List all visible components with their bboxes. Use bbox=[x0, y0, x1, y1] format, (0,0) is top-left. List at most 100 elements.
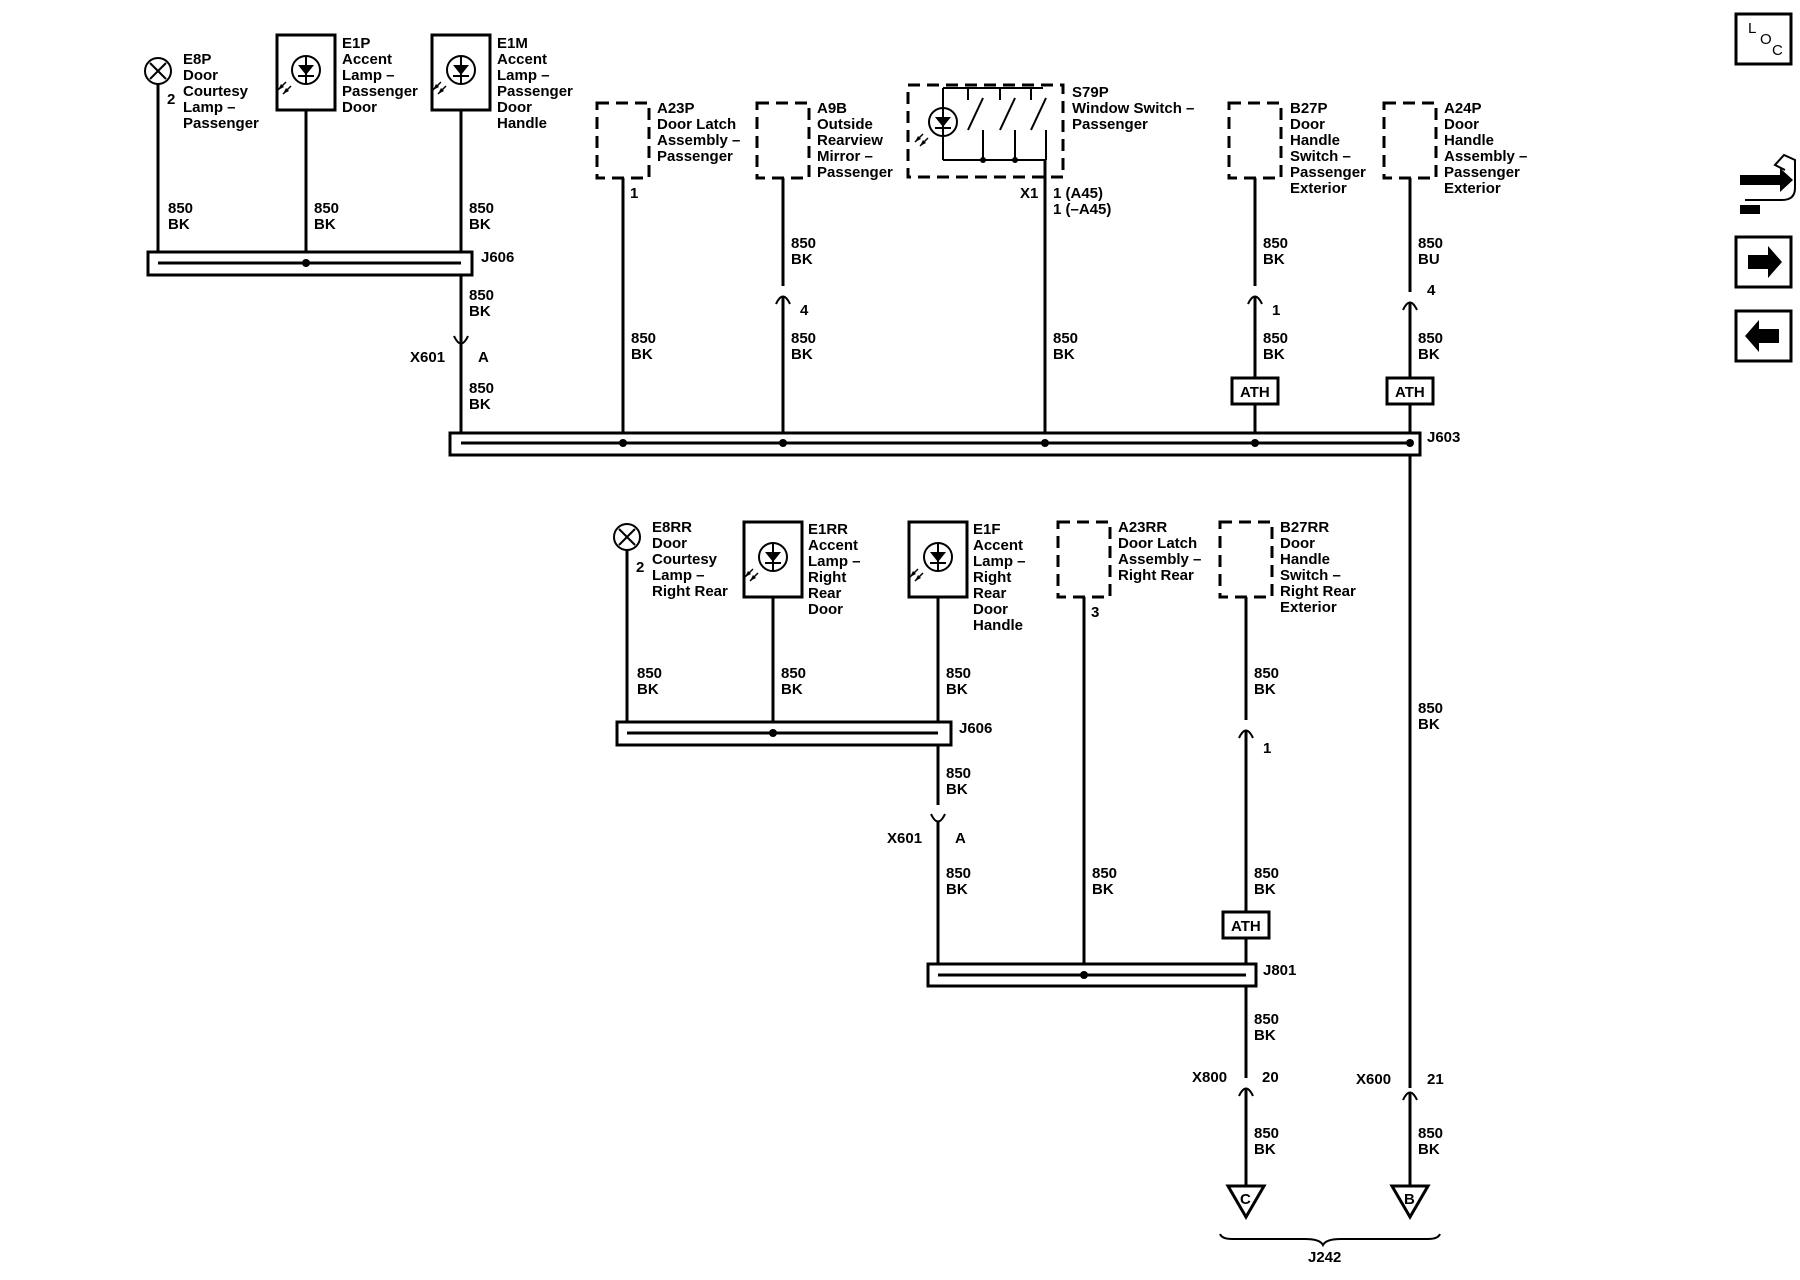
wire-color: BK bbox=[1418, 716, 1440, 733]
e8p-desc-3: Lamp – bbox=[183, 99, 236, 116]
ground-b-label: B bbox=[1404, 1191, 1415, 1208]
a23p-desc-2: Assembly – bbox=[657, 132, 740, 149]
loc-letter-l: L bbox=[1748, 20, 1756, 37]
x601-label: X601 bbox=[887, 830, 922, 847]
e1m-desc-5: Handle bbox=[497, 115, 547, 132]
b27rr-desc-4: Right Rear bbox=[1280, 583, 1356, 600]
wire-gauge: 850 bbox=[1418, 330, 1443, 347]
s79p-pin-a45: 1 (A45) bbox=[1053, 185, 1103, 202]
j606-label: J606 bbox=[481, 249, 514, 266]
j606-splice-lower: J606 bbox=[615, 720, 992, 747]
e1rr-desc-4: Rear bbox=[808, 585, 842, 602]
e8rr-desc-4: Right Rear bbox=[652, 583, 728, 600]
a9b-pin: 4 bbox=[800, 302, 809, 319]
wire-color: BK bbox=[168, 216, 190, 233]
wire-color: BK bbox=[946, 681, 968, 698]
wire-color: BK bbox=[314, 216, 336, 233]
e8rr-pin: 2 bbox=[636, 559, 644, 576]
wire-color: BK bbox=[946, 881, 968, 898]
a23rr-door-latch-assembly: A23RR Door Latch Assembly – Right Rear 3… bbox=[1056, 519, 1201, 975]
s79p-desc-1: Window Switch – bbox=[1072, 100, 1194, 117]
s79p-connector: X1 bbox=[1020, 185, 1038, 202]
j242-bracket: J242 bbox=[1219, 1233, 1441, 1266]
wire-gauge: 850 bbox=[168, 200, 193, 217]
wire-color: BK bbox=[1254, 881, 1276, 898]
ath-block: ATH bbox=[1221, 910, 1271, 940]
wire-gauge: 850 bbox=[946, 665, 971, 682]
wire-gauge: 850 bbox=[637, 665, 662, 682]
e1f-desc-3: Right bbox=[973, 569, 1011, 586]
a23rr-label: A23RR bbox=[1118, 519, 1167, 536]
x600-label: X600 bbox=[1356, 1071, 1391, 1088]
a23p-desc-3: Passenger bbox=[657, 148, 733, 165]
x800-connector: X800 20 850 BK C bbox=[1192, 1069, 1279, 1220]
a24p-desc-4: Passenger bbox=[1444, 164, 1520, 181]
e1f-accent-lamp: E1F Accent Lamp – Right Rear Door Handle… bbox=[907, 520, 1026, 805]
wire-gauge: 850 bbox=[781, 665, 806, 682]
j801-label: J801 bbox=[1263, 962, 1296, 979]
arrow-left-icon bbox=[1745, 320, 1779, 352]
x600-pin: 21 bbox=[1427, 1071, 1444, 1088]
ground-c-label: C bbox=[1240, 1191, 1251, 1208]
j801-splice: J801 850 BK bbox=[926, 962, 1296, 1044]
e8p-desc-4: Passenger bbox=[183, 115, 259, 132]
wire-gauge: 850 bbox=[1254, 665, 1279, 682]
b27p-desc-1: Door bbox=[1290, 116, 1325, 133]
wire-color: BK bbox=[469, 303, 491, 320]
a9b-desc-4: Passenger bbox=[817, 164, 893, 181]
e1m-desc-1: Accent bbox=[497, 51, 547, 68]
x600-connector: X600 21 850 BK B bbox=[1356, 1071, 1444, 1220]
e8p-door-courtesy-lamp: E8P Door Courtesy Lamp – Passenger 2 850… bbox=[144, 51, 259, 265]
loc-button[interactable]: L O C bbox=[1734, 12, 1793, 66]
wire-color: BK bbox=[1092, 881, 1114, 898]
wire-color: BK bbox=[791, 251, 813, 268]
wire-gauge: 850 bbox=[1254, 1125, 1279, 1142]
wire-gauge: 850 bbox=[1418, 700, 1443, 717]
e1f-desc-5: Door bbox=[973, 601, 1008, 618]
e1m-label: E1M bbox=[497, 35, 528, 52]
next-page-button[interactable] bbox=[1734, 235, 1793, 289]
e1p-accent-lamp: E1P Accent Lamp – Passenger Door 850 BK bbox=[275, 33, 418, 265]
connector-view-button[interactable] bbox=[1740, 153, 1796, 214]
a23rr-desc-1: Door Latch bbox=[1118, 535, 1197, 552]
wire-gauge: 850 bbox=[1254, 1011, 1279, 1028]
e8rr-desc-2: Courtesy bbox=[652, 551, 718, 568]
b27p-desc-5: Exterior bbox=[1290, 180, 1347, 197]
e1p-desc-3: Passenger bbox=[342, 83, 418, 100]
a9b-desc-3: Mirror – bbox=[817, 148, 873, 165]
e8p-pin: 2 bbox=[167, 91, 175, 108]
a23p-label: A23P bbox=[657, 100, 695, 117]
e1p-desc-1: Accent bbox=[342, 51, 392, 68]
previous-page-button[interactable] bbox=[1734, 309, 1793, 363]
loc-letter-c: C bbox=[1772, 42, 1783, 59]
s79p-desc-2: Passenger bbox=[1072, 116, 1148, 133]
ath-block: ATH bbox=[1230, 376, 1280, 406]
e1rr-desc-5: Door bbox=[808, 601, 843, 618]
a24p-pin: 4 bbox=[1427, 282, 1436, 299]
s79p-window-switch: S79P Window Switch – Passenger X1 1 (A45… bbox=[906, 83, 1194, 443]
j242-label: J242 bbox=[1308, 1249, 1341, 1266]
wire-color: BK bbox=[1418, 346, 1440, 363]
e1p-desc-2: Lamp – bbox=[342, 67, 395, 84]
b27p-desc-3: Switch – bbox=[1290, 148, 1351, 165]
e1p-label: E1P bbox=[342, 35, 370, 52]
b27p-door-handle-switch: B27P Door Handle Switch – Passenger Exte… bbox=[1227, 100, 1366, 443]
e1f-label: E1F bbox=[973, 521, 1001, 538]
ath-label: ATH bbox=[1240, 384, 1270, 401]
wire-gauge: 850 bbox=[1053, 330, 1078, 347]
b27rr-door-handle-switch: B27RR Door Handle Switch – Right Rear Ex… bbox=[1218, 519, 1356, 1078]
wire-color: BK bbox=[1254, 1027, 1276, 1044]
x601-pin: A bbox=[478, 349, 489, 366]
wire-gauge: 850 bbox=[631, 330, 656, 347]
wire-gauge: 850 bbox=[1263, 330, 1288, 347]
a23rr-pin: 3 bbox=[1091, 604, 1099, 621]
x800-pin: 20 bbox=[1262, 1069, 1279, 1086]
j606-splice-upper: J606 bbox=[146, 249, 514, 277]
s79p-label: S79P bbox=[1072, 84, 1109, 101]
ath-label: ATH bbox=[1395, 384, 1425, 401]
wire-gauge: 850 bbox=[1418, 235, 1443, 252]
wire-color-bu: BU bbox=[1418, 251, 1440, 268]
ath-label: ATH bbox=[1231, 918, 1261, 935]
x800-label: X800 bbox=[1192, 1069, 1227, 1086]
b27rr-desc-1: Door bbox=[1280, 535, 1315, 552]
